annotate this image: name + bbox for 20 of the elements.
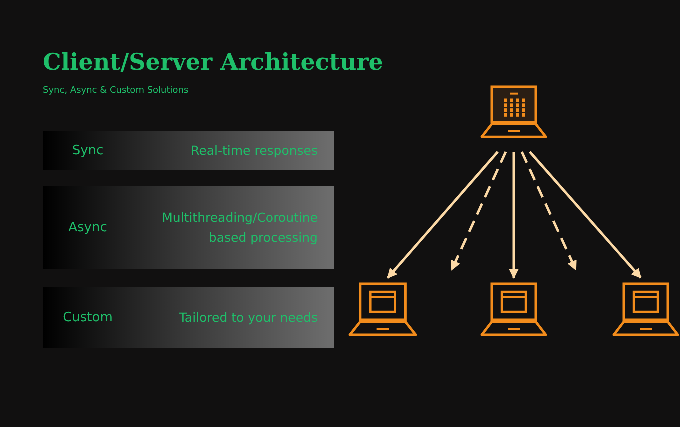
gradient-band bbox=[43, 287, 334, 348]
row-label: Async bbox=[68, 220, 108, 235]
row-description: Tailored to your needs bbox=[178, 308, 318, 327]
dashed-arrow bbox=[450, 151, 508, 271]
subtitle: Sync, Async & Custom Solutions bbox=[43, 86, 189, 96]
laptop-icon bbox=[612, 282, 680, 338]
arrow bbox=[529, 151, 642, 279]
arrow bbox=[509, 152, 519, 279]
laptop-icon bbox=[348, 282, 418, 338]
gradient-band bbox=[43, 186, 334, 269]
dashed-arrow bbox=[520, 151, 578, 271]
row-label: Custom bbox=[62, 310, 114, 325]
title: Client/Server Architecture bbox=[43, 49, 384, 76]
laptop-icon bbox=[480, 85, 548, 140]
row-label: Sync bbox=[71, 143, 105, 158]
laptop-icon bbox=[480, 282, 548, 338]
row-description: Multithreading/Coroutine based processing bbox=[161, 208, 318, 247]
arrow bbox=[387, 151, 499, 279]
row-description: Real-time responses bbox=[190, 142, 318, 160]
gradient-band bbox=[43, 131, 334, 170]
